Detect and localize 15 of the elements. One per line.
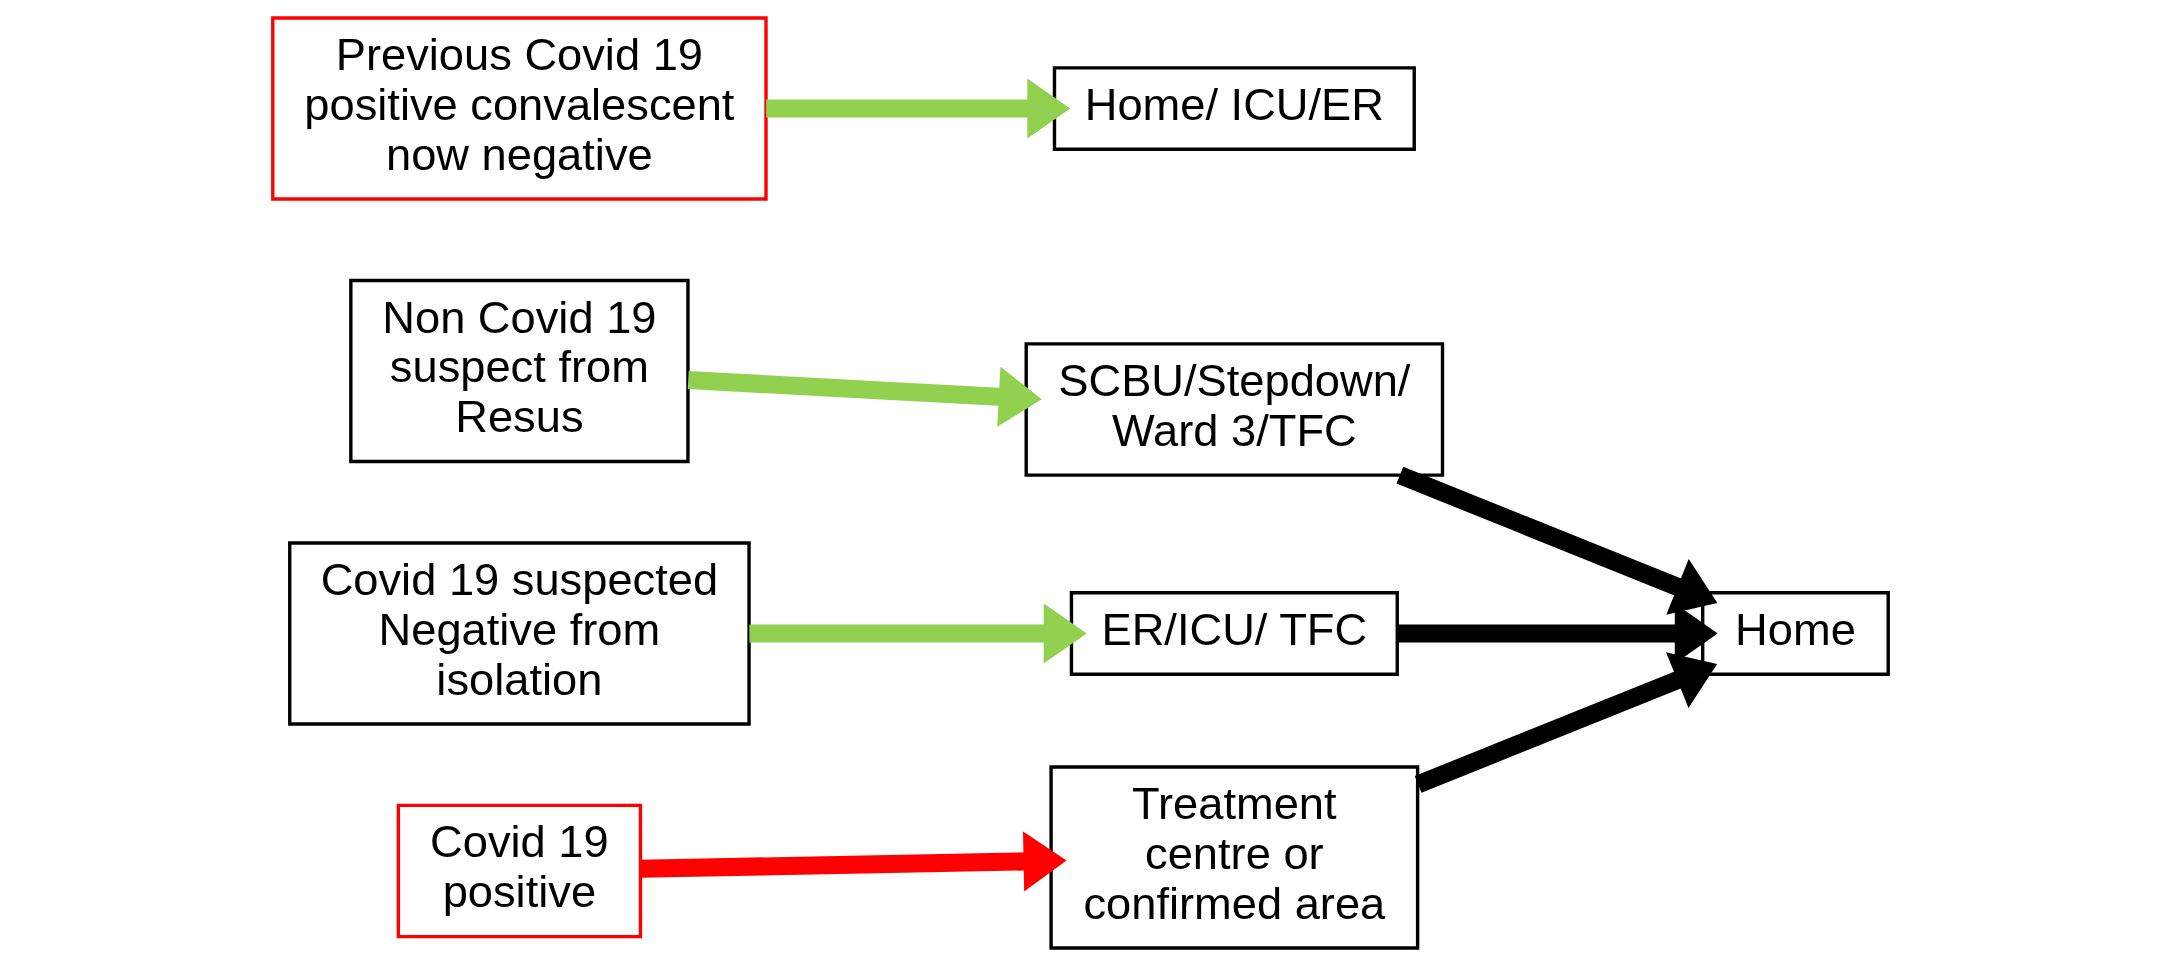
node-box: Treatment centre or confirmed area (1049, 764, 1420, 950)
node-box: Non Covid 19 suspect from Resus (349, 278, 690, 463)
arrow (766, 78, 1071, 139)
node-box: Covid 19 suspected Negative from isolation (288, 540, 751, 726)
arrow (749, 602, 1087, 663)
node-box: Covid 19 positive (396, 803, 643, 938)
arrow (640, 830, 1067, 891)
node-box: SCBU/Stepdown/ Ward 3/TFC (1024, 341, 1445, 477)
node-box: Home/ ICU/ER (1052, 65, 1416, 151)
node-box: ER/ICU/ TFC (1069, 590, 1399, 676)
arrow (1396, 466, 1718, 615)
node-box: Home (1701, 590, 1890, 676)
arrow (1414, 651, 1718, 793)
arrow (687, 366, 1042, 427)
node-box: Previous Covid 19 positive convalescent now negative (271, 15, 768, 201)
